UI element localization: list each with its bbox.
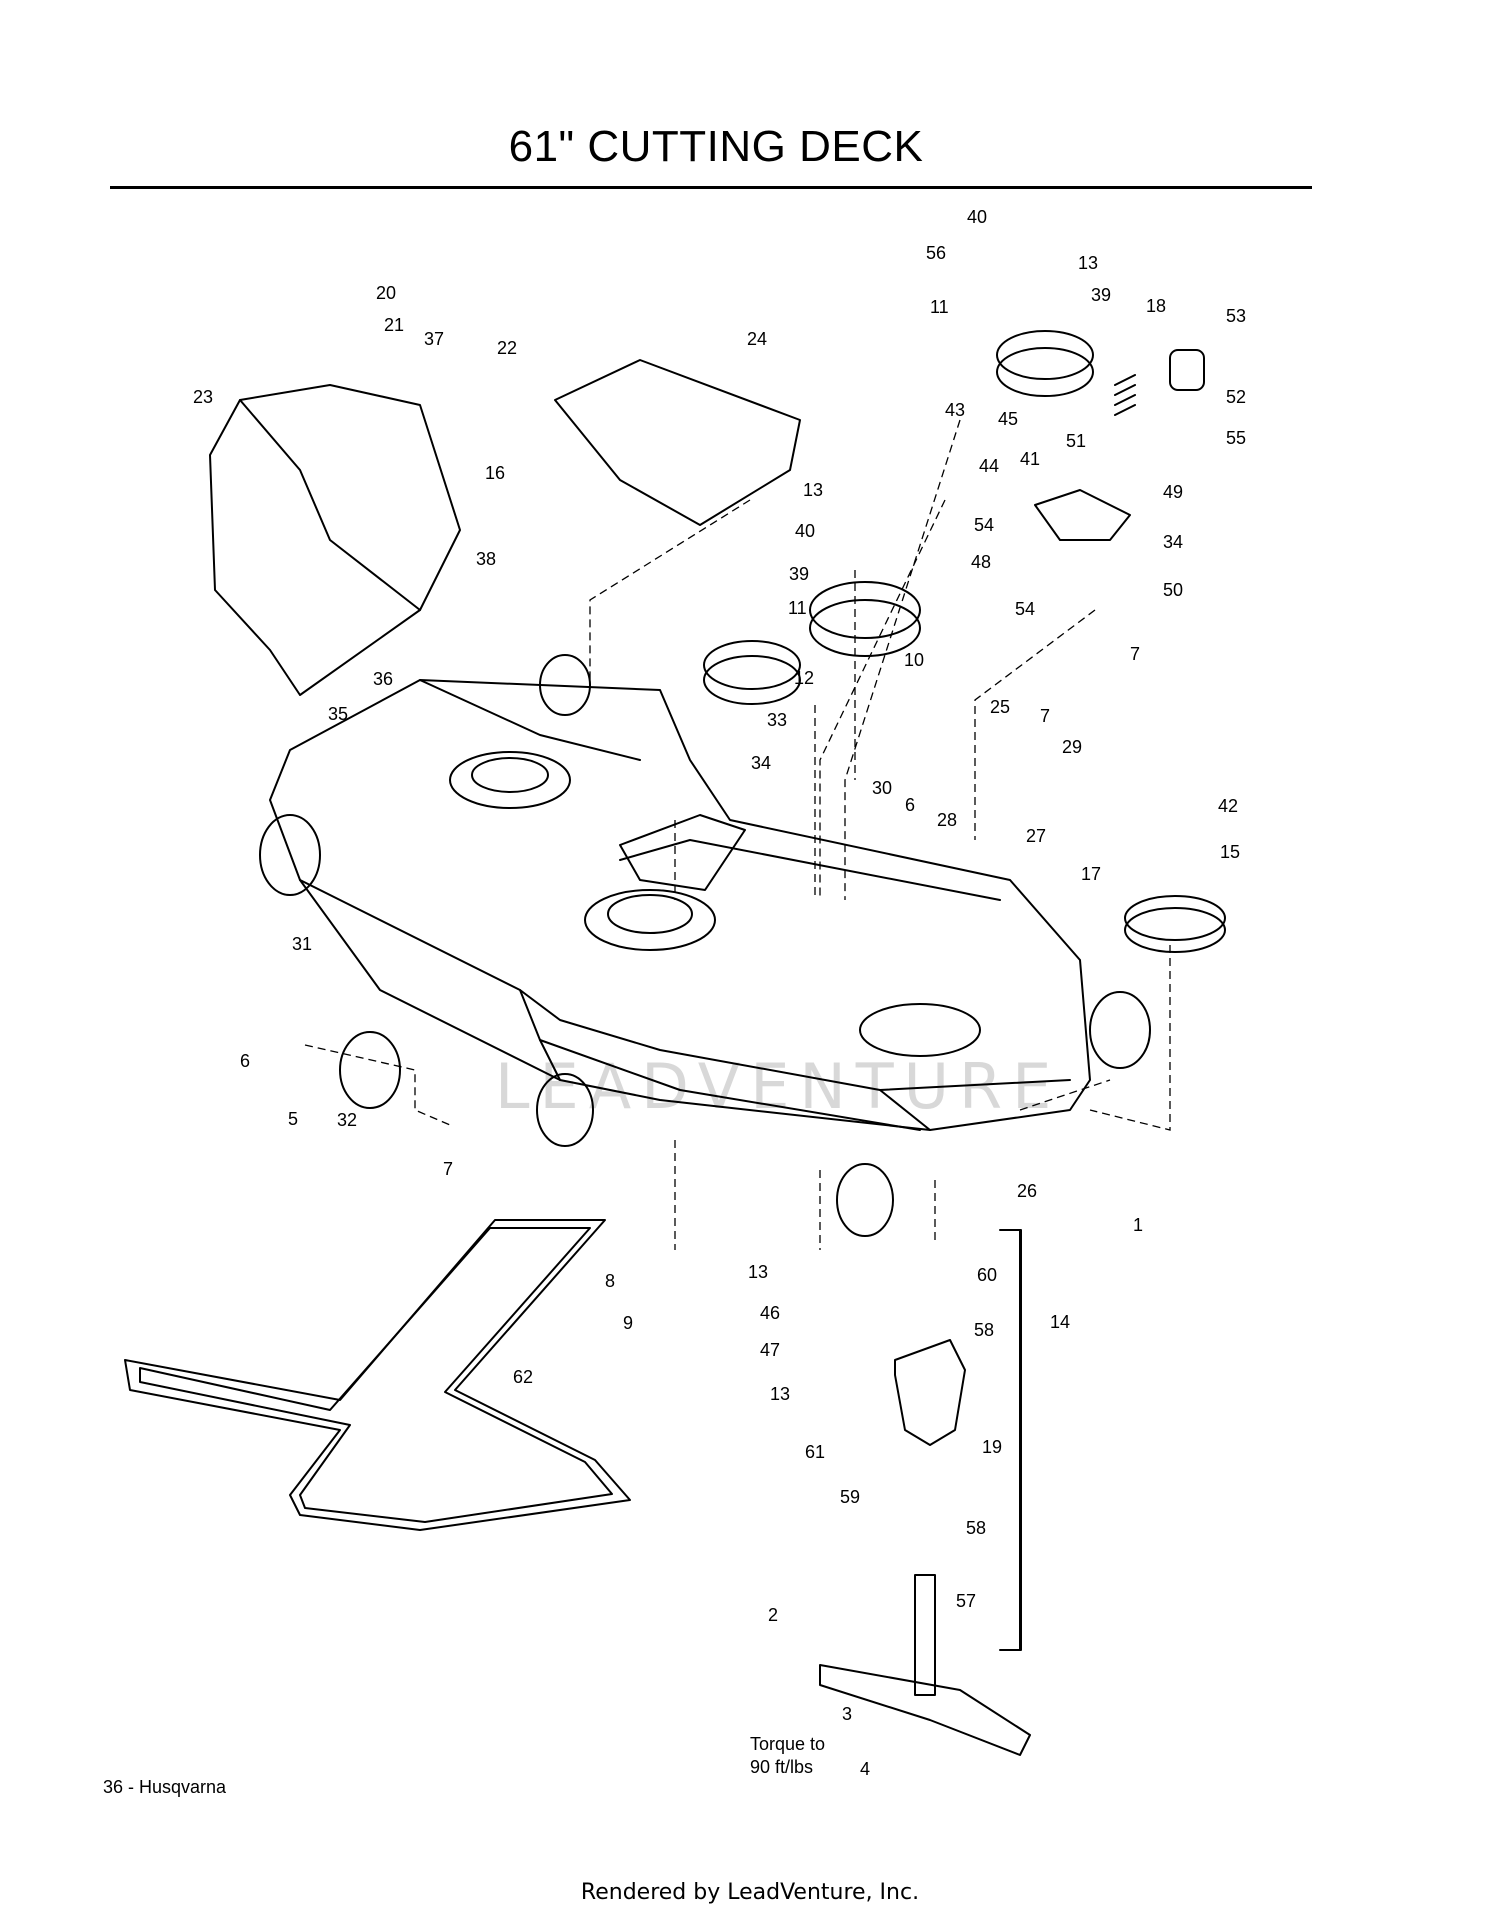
discharge-chute	[209, 384, 461, 696]
spindle-bracket	[1019, 1229, 1022, 1651]
page-footer-center: Rendered by LeadVenture, Inc.	[580, 1880, 920, 1905]
torque-note-line1: Torque to	[750, 1734, 826, 1754]
baffle-plate	[619, 814, 746, 891]
page-footer-left: 36 - Husqvarna	[103, 1777, 227, 1797]
wheel-left	[259, 814, 321, 896]
page-title: 61" CUTTING DECK	[508, 122, 924, 171]
deck-spindle-right	[859, 1003, 981, 1057]
blade-2	[819, 1664, 1031, 1756]
deck-shell	[269, 679, 1091, 1131]
wheel-5	[339, 1031, 401, 1109]
spring-18	[1114, 374, 1136, 416]
pulley-11-center	[703, 640, 801, 690]
wheel-top	[539, 654, 591, 716]
belt-62	[124, 1219, 631, 1531]
wheel-right	[1089, 991, 1151, 1069]
torque-note: Torque to 90 ft/lbs	[750, 1733, 825, 1779]
torque-note-line2: 90 ft/lbs	[750, 1757, 814, 1777]
pulley-11-top	[996, 330, 1094, 380]
idler-arm	[1034, 489, 1131, 541]
wheel-front	[836, 1163, 894, 1237]
pulley-12	[809, 581, 921, 639]
deck-pulley-left	[449, 751, 571, 809]
bumper-53	[1169, 349, 1205, 391]
wheel-mid	[536, 1073, 594, 1147]
pulley-15	[1124, 895, 1226, 941]
belt-cover	[554, 359, 801, 526]
spindle-shaft	[914, 1574, 936, 1696]
deck-pulley-center	[584, 889, 716, 951]
title-rule	[110, 186, 1312, 189]
spindle-housing	[894, 1339, 966, 1446]
